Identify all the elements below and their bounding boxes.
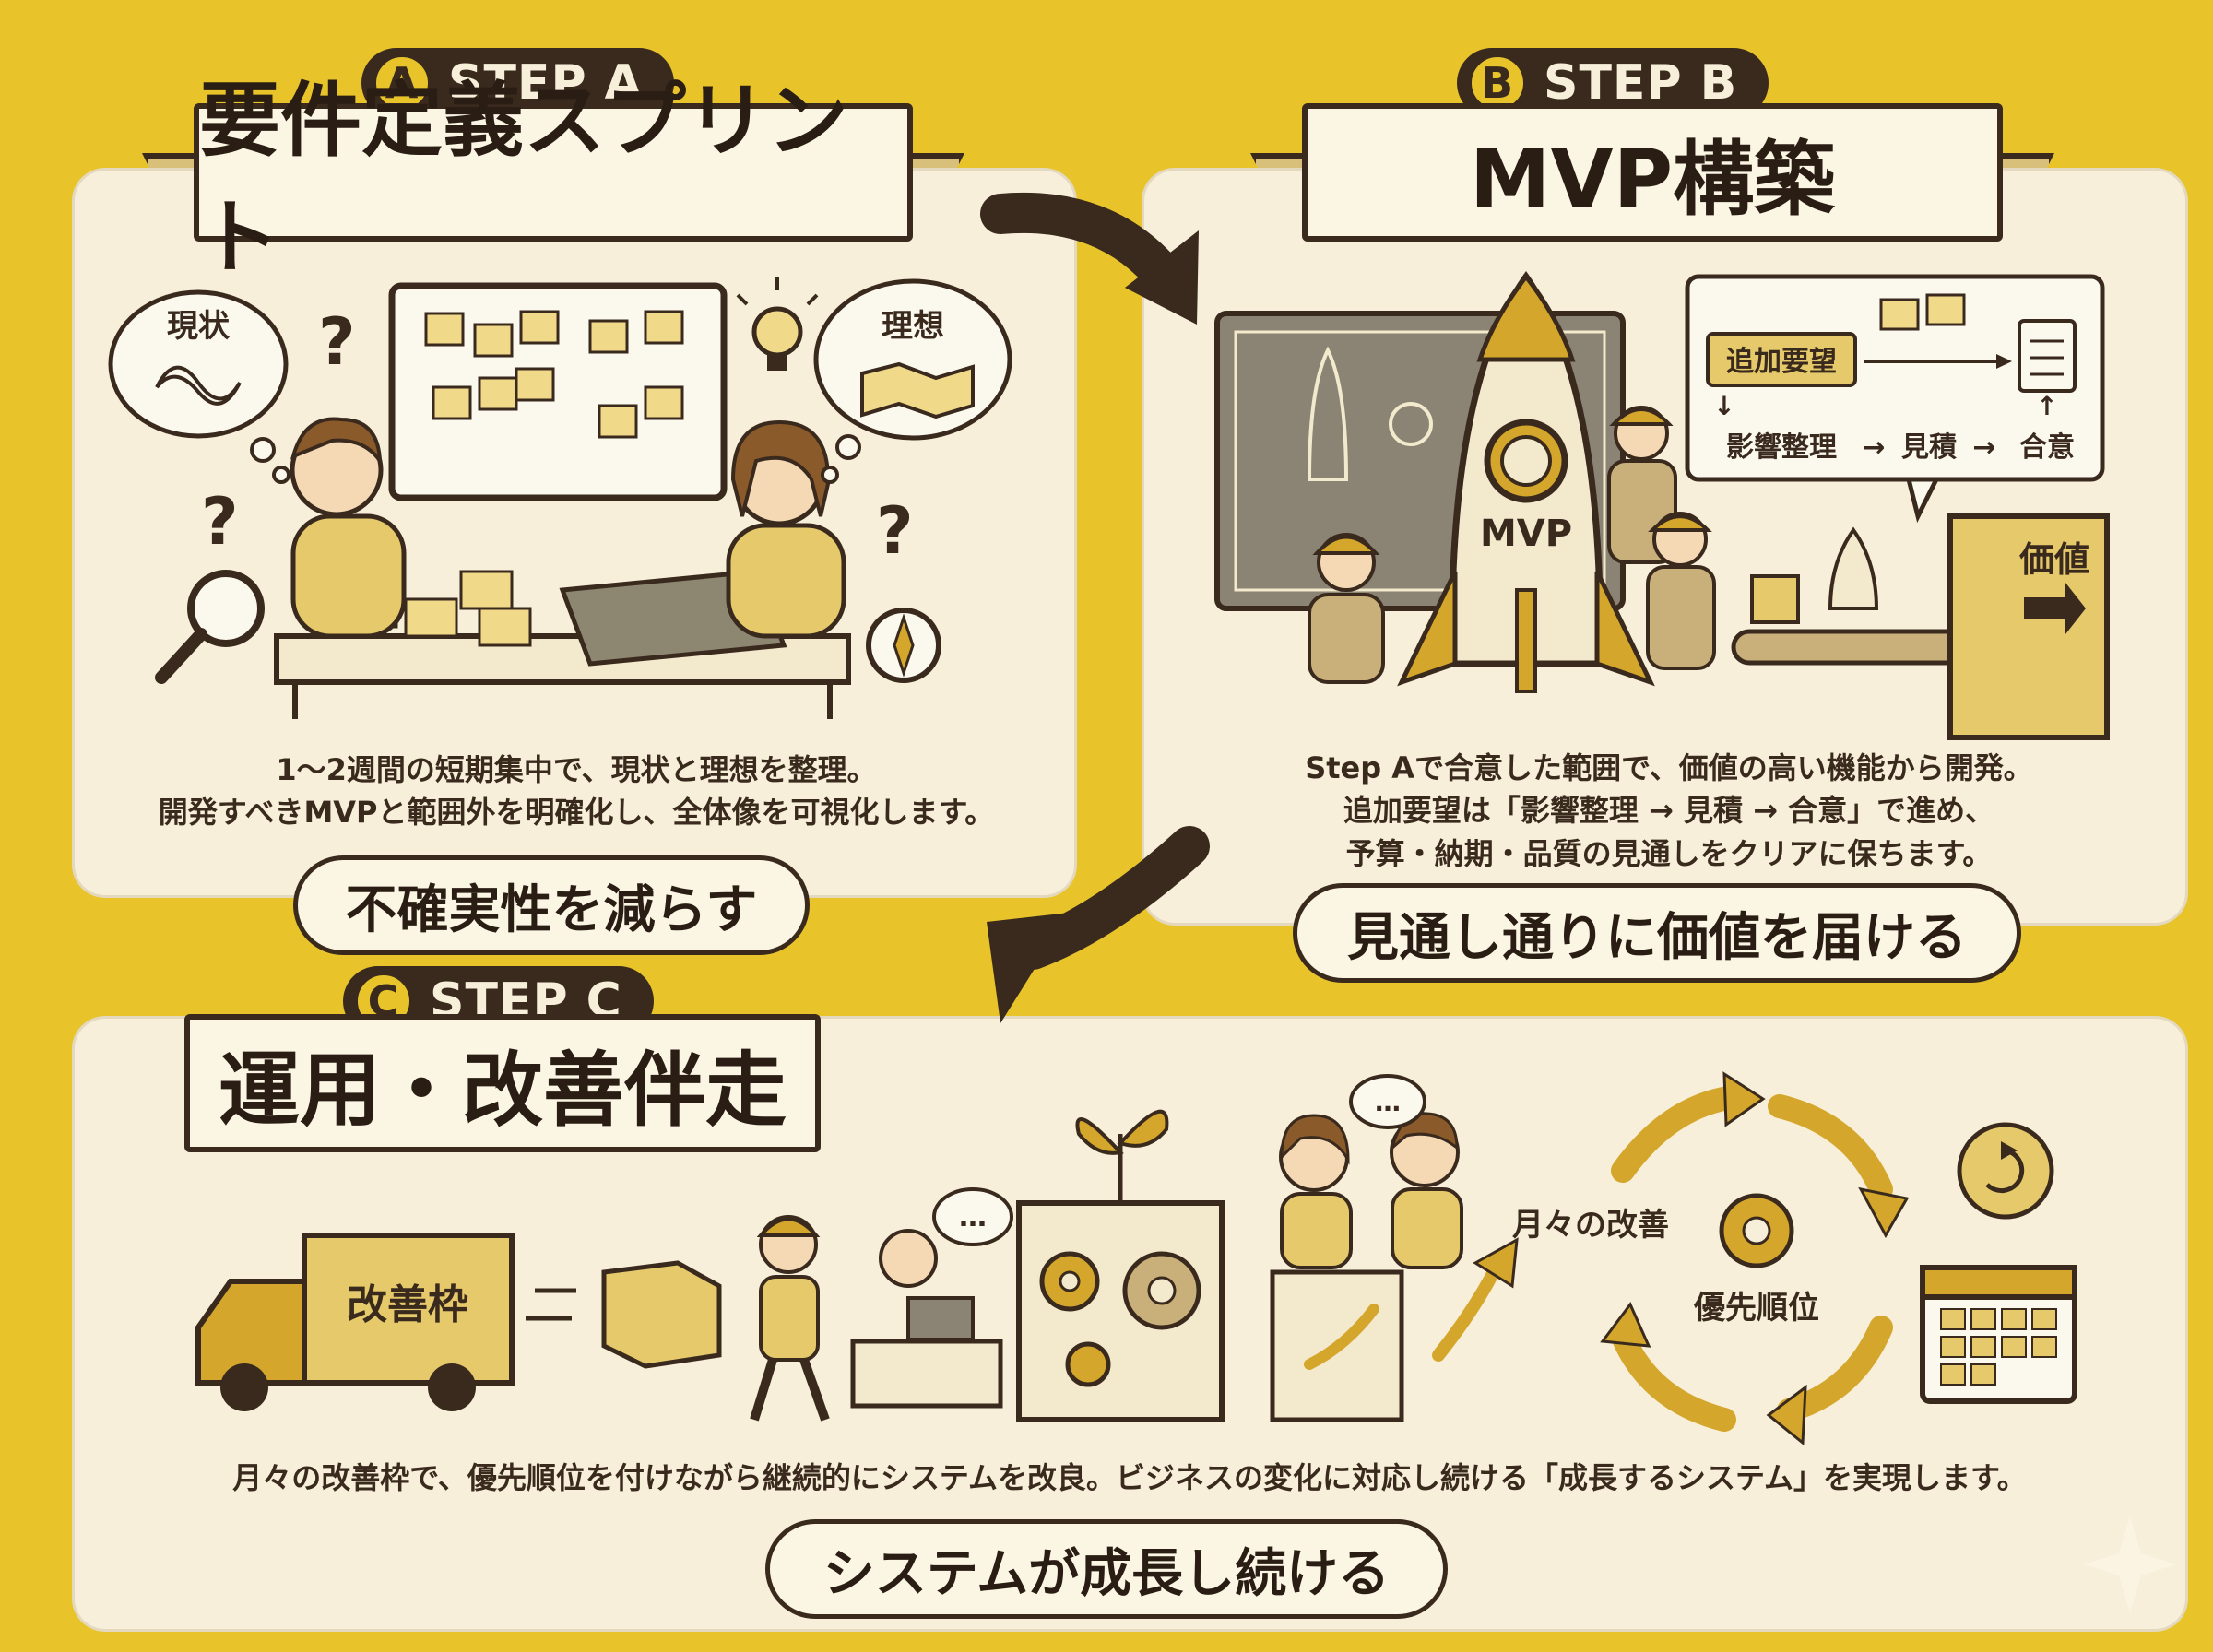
step-b-title: MVP構築 <box>1302 103 2003 242</box>
step-c-title: 運用・改善伴走 <box>184 1014 821 1152</box>
flow-arrow-2: → <box>1972 431 1995 464</box>
step-b-label: STEP B <box>1544 55 1738 111</box>
step-c-illustration: 改善枠 … <box>195 1071 2077 1446</box>
flow-impact-label: 影響整理 <box>1726 431 1837 464</box>
flow-arrow-1: → <box>1862 431 1885 464</box>
growth-arrow <box>1432 1257 1505 1362</box>
flow-estimate-label: 見積 <box>1901 431 1957 464</box>
conveyor-belt <box>1731 629 1976 666</box>
step-a-title: 要件定義スプリント <box>194 73 913 285</box>
flow-agree-label: 合意 <box>2019 431 2075 464</box>
flow-request-label: 追加要望 <box>1726 346 1837 378</box>
step-b-desc-line-3: 予算・納期・品質の見通しをクリアに保ちます。 <box>1345 835 1993 871</box>
rocket-label: MVP <box>1480 513 1572 555</box>
arrow-a-to-b <box>980 192 1199 324</box>
speech-bubble <box>1349 1074 1426 1129</box>
step-b-desc-line-2: 追加要望は「影響整理 → 見積 → 合意」で進め、 <box>1343 793 1995 829</box>
step-a-desc-line-1: 1〜2週間の短期集中で、現状と理想を整理。 <box>276 752 877 787</box>
refresh-clock-icon <box>1957 1122 2054 1220</box>
step-b-description: Step Aで合意した範囲で、価値の高い機能から開発。 追加要望は「影響整理 →… <box>1162 747 2176 875</box>
magnifier-icon <box>155 570 265 684</box>
sparkle-icon <box>2084 1516 2176 1613</box>
calendar-icon <box>1920 1265 2077 1404</box>
gear-icon <box>1065 1341 1111 1387</box>
step-a-illustration: ? ? ? 現状 理想 <box>108 277 1012 719</box>
thought-current-bubble <box>108 289 289 439</box>
question-mark-icon: ? <box>318 304 356 380</box>
arrow-b-to-c <box>987 826 1210 1023</box>
step-a-desc-line-2: 開発すべきMVPと範囲外を明確化し、全体像を可視化します。 <box>158 795 995 831</box>
question-mark-icon: ? <box>876 493 914 569</box>
thought-ideal-bubble <box>813 278 1012 441</box>
sprout-icon <box>1075 1117 1124 1155</box>
small-rocket-icon <box>1828 526 1879 610</box>
step-b-illustration: 追加要望 ↓ ↑ 影響整理 → 見積 → 合意 価値 MVP <box>1214 270 2110 740</box>
speech-dots-1: … <box>959 1201 987 1233</box>
flow-down-arrow: ↓ <box>1713 391 1734 421</box>
step-c-tagline: システムが成長し続ける <box>765 1519 1448 1619</box>
thought-ideal-label: 理想 <box>882 308 944 345</box>
laptop-icon <box>906 1296 975 1341</box>
value-door-label: 価値 <box>2018 539 2089 580</box>
package-box-icon <box>601 1260 722 1369</box>
cycle-priority-label: 優先順位 <box>1693 1290 1819 1327</box>
cycle-monthly-label: 月々の改善 <box>1512 1207 1669 1244</box>
step-a-description: 1〜2週間の短期集中で、現状と理想を整理。 開発すべきMVPと範囲外を明確化し、… <box>92 749 1060 834</box>
improvement-cycle <box>1611 1085 1893 1432</box>
question-mark-icon: ? <box>201 484 239 560</box>
walking-worker <box>750 1215 830 1422</box>
step-b-desc-line-1: Step Aで合意した範囲で、価値の高い機能から開発。 <box>1305 750 2033 785</box>
change-flow-box <box>1685 274 2105 482</box>
rocket-icon <box>1397 270 1655 693</box>
truck-label: 改善枠 <box>347 1281 468 1328</box>
step-c-desc-line-1: 月々の改善枠で、優先順位を付けながら継続的にシステムを改良。ビジネスの変化に対応… <box>232 1460 2027 1495</box>
step-b-tagline: 見通し通りに価値を届ける <box>1293 883 2021 983</box>
speech-bubble <box>932 1187 1013 1246</box>
truck-icon <box>195 1233 576 1411</box>
thought-current-label: 現状 <box>167 308 231 345</box>
laptop-worker <box>879 1229 938 1288</box>
value-door <box>1947 513 2110 740</box>
clipboard-icon <box>2018 319 2077 393</box>
flow-up-arrow: ↑ <box>2036 391 2057 421</box>
compass-icon <box>866 608 941 683</box>
speech-dots-2: … <box>1375 1087 1401 1117</box>
step-c-description: 月々の改善枠で、優先順位を付けながら継続的にシステムを改良。ビジネスの変化に対応… <box>92 1457 2167 1499</box>
lightbulb-icon <box>736 277 819 371</box>
worker-figures <box>1308 406 1716 684</box>
step-a-tagline: 不確実性を減らす <box>293 856 810 955</box>
